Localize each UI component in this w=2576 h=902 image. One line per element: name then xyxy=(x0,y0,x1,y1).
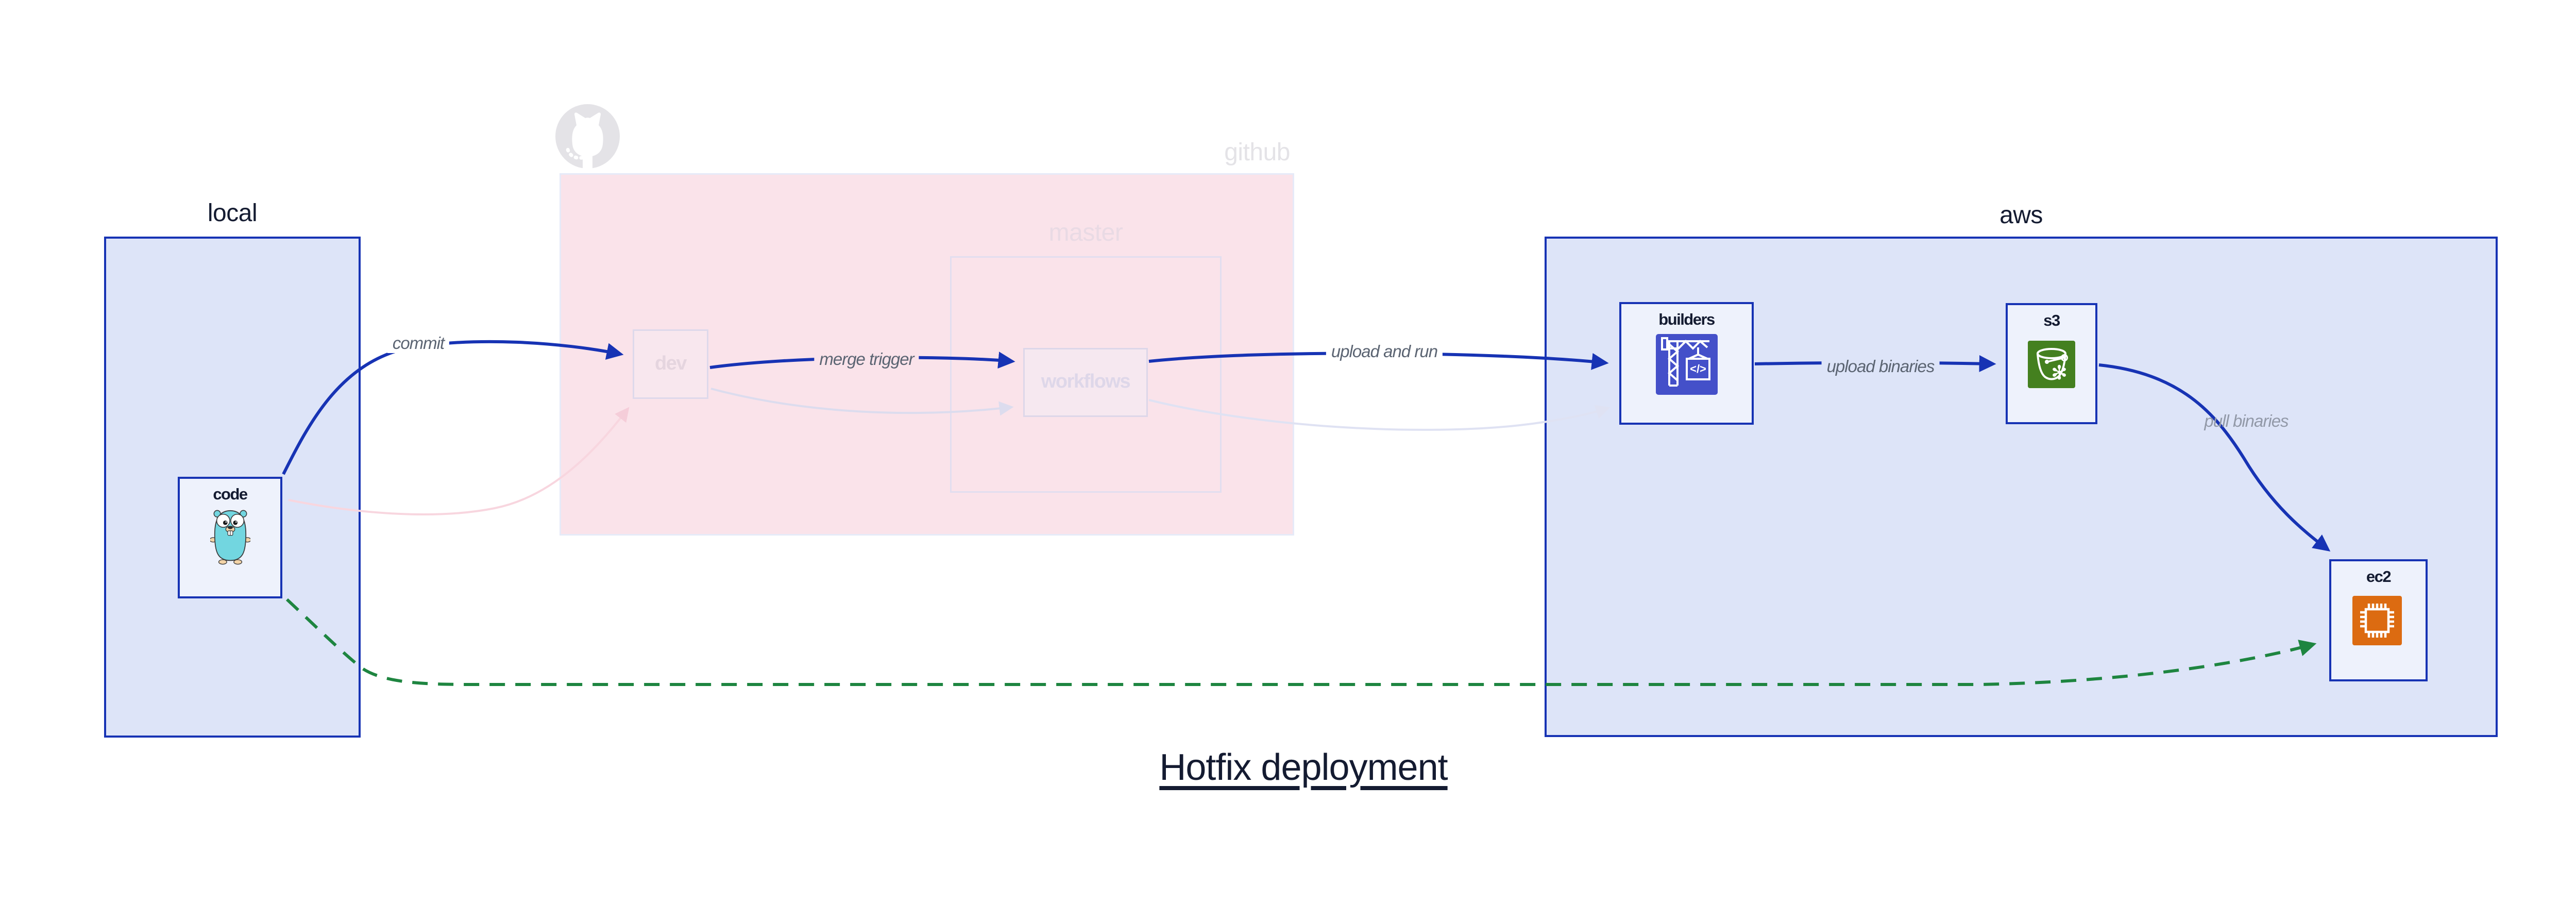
go-gopher-icon xyxy=(209,508,251,566)
region-master-branch xyxy=(950,256,1222,493)
svg-text:</>: </> xyxy=(1690,362,1706,375)
region-local-title: local xyxy=(207,199,258,227)
node-ec2: ec2 xyxy=(2329,559,2428,681)
region-aws-title: aws xyxy=(1999,202,2043,229)
node-code-label: code xyxy=(213,485,248,503)
node-workflows: workflows xyxy=(1023,348,1148,417)
edge-pull-binaries xyxy=(2098,363,2331,552)
ec2-chip-icon xyxy=(2352,596,2402,645)
node-dev: dev xyxy=(633,329,708,399)
node-workflows-label: workflows xyxy=(1041,370,1131,392)
s3-bucket-icon: ✻ xyxy=(2028,341,2075,388)
edge-label-upload-and-run: upload and run xyxy=(1326,342,1443,361)
edge-label-commit: commit xyxy=(387,333,450,353)
region-github-title: github xyxy=(1224,139,1290,166)
node-ec2-label: ec2 xyxy=(2366,567,2392,586)
edge-code-to-dev-faded xyxy=(288,407,630,515)
edge-workflows-to-builders-faded xyxy=(1148,399,1611,431)
edge-label-merge-trigger: merge trigger xyxy=(814,349,919,369)
codebuild-crane-icon: </> xyxy=(1656,334,1718,395)
edge-dev-to-workflows-faded xyxy=(710,388,1014,416)
svg-text:✻: ✻ xyxy=(2051,361,2067,384)
node-dev-label: dev xyxy=(655,352,687,374)
region-master-title: master xyxy=(1048,219,1123,246)
node-builders-label: builders xyxy=(1658,310,1715,328)
edge-hotfix-dashed xyxy=(285,598,2317,686)
edge-label-upload-binaries: upload binaries xyxy=(1821,357,1940,376)
github-octocat-icon xyxy=(555,104,620,169)
edge-commit xyxy=(282,340,624,475)
edge-label-pull-binaries: pull binaries xyxy=(2204,411,2289,430)
page-title: Hotfix deployment xyxy=(1159,747,1448,788)
node-s3-label: s3 xyxy=(2043,311,2060,329)
